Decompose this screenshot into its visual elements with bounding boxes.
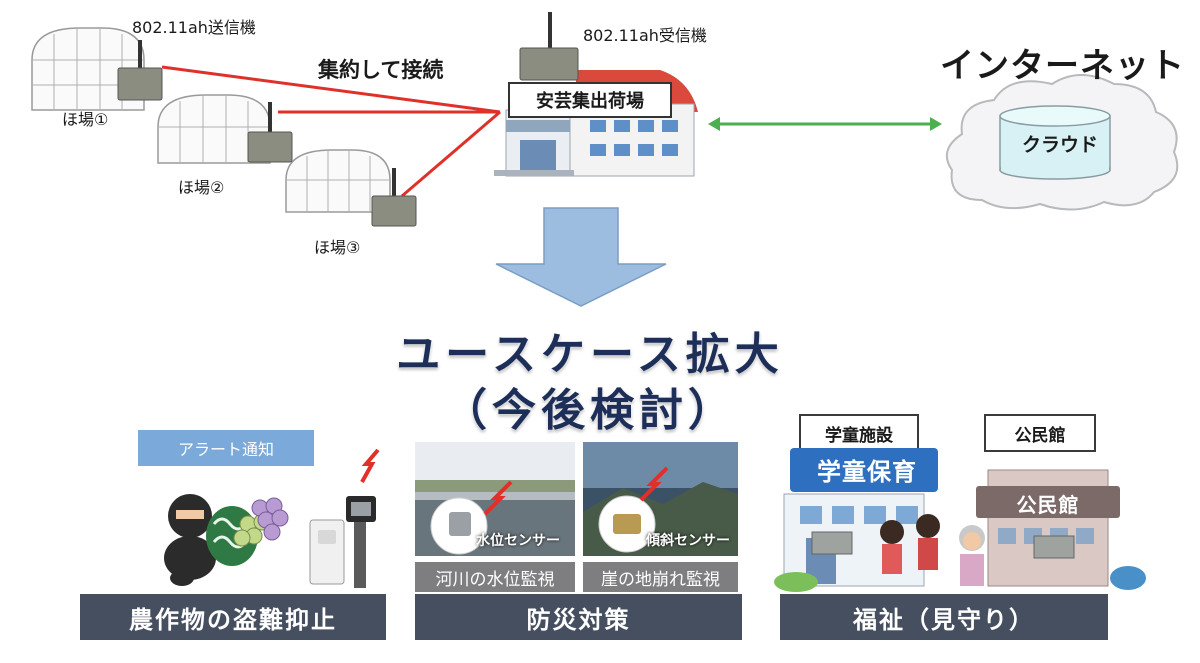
disaster-banner: 防災対策 bbox=[415, 594, 742, 640]
community-hall-building bbox=[976, 469, 1120, 587]
tilt-sensor-label: 傾斜センサー bbox=[646, 533, 730, 549]
usecase-title: ユースケース拡大 bbox=[396, 329, 784, 380]
thief-figure bbox=[164, 494, 216, 586]
bush-left bbox=[774, 572, 818, 592]
water-sensor-label: 水位センサー bbox=[476, 533, 560, 549]
cloud-database-icon bbox=[999, 105, 1111, 180]
welfare-banner: 福祉（見守り） bbox=[780, 594, 1108, 640]
cliff-photo bbox=[583, 442, 738, 556]
grapes-purple-icon bbox=[251, 497, 289, 541]
tilt-sensor-icon bbox=[613, 514, 641, 534]
greenhouse-3 bbox=[285, 149, 391, 213]
motion-sensor-icon bbox=[309, 519, 345, 585]
aggregate-label: 集約して接続 bbox=[318, 58, 444, 82]
elderly-figure bbox=[959, 525, 985, 586]
transmitter-label: 802.11ah送信機 bbox=[132, 18, 256, 37]
red-link-lines bbox=[161, 65, 501, 198]
receiver-device bbox=[519, 12, 579, 81]
transmitter-device-3 bbox=[371, 168, 417, 227]
cloud-label: クラウド bbox=[1022, 134, 1099, 156]
usecase-subtitle: （今後検討） bbox=[443, 385, 737, 436]
river-photo bbox=[415, 442, 575, 556]
river-monitoring-label: 河川の水位監視 bbox=[415, 562, 575, 592]
backpack-icon bbox=[1110, 566, 1146, 590]
facility-label: 安芸集出荷場 bbox=[508, 82, 672, 118]
water-level-sensor-icon bbox=[449, 512, 471, 536]
field-label-2: ほ場② bbox=[178, 178, 225, 197]
receiver-label: 802.11ah受信機 bbox=[583, 26, 707, 45]
welfare-illustration bbox=[774, 448, 1146, 592]
sensor-pole-icon bbox=[346, 448, 380, 588]
school-device-icon bbox=[811, 531, 853, 555]
crime-banner: 農作物の盗難抑止 bbox=[80, 594, 386, 640]
network-diagram bbox=[31, 12, 1179, 307]
children-figures bbox=[880, 514, 940, 574]
facility2-caption: 公民館 bbox=[984, 414, 1096, 452]
internet-link bbox=[708, 117, 942, 131]
facility2-sign: 公民館 bbox=[1016, 493, 1080, 517]
facility1-sign: 学童保育 bbox=[817, 458, 917, 486]
field-label-1: ほ場① bbox=[62, 110, 109, 129]
crime-illustration bbox=[164, 448, 380, 588]
cliff-monitoring-label: 崖の地崩れ監視 bbox=[583, 562, 738, 592]
alert-notification-label: アラート通知 bbox=[138, 430, 314, 466]
field-label-3: ほ場③ bbox=[314, 238, 361, 257]
down-arrow bbox=[495, 207, 667, 307]
internet-label: インターネット bbox=[940, 46, 1185, 86]
transmitter-device-1 bbox=[117, 40, 163, 101]
transmitter-device-2 bbox=[247, 102, 293, 163]
hall-device-icon bbox=[1033, 535, 1075, 559]
